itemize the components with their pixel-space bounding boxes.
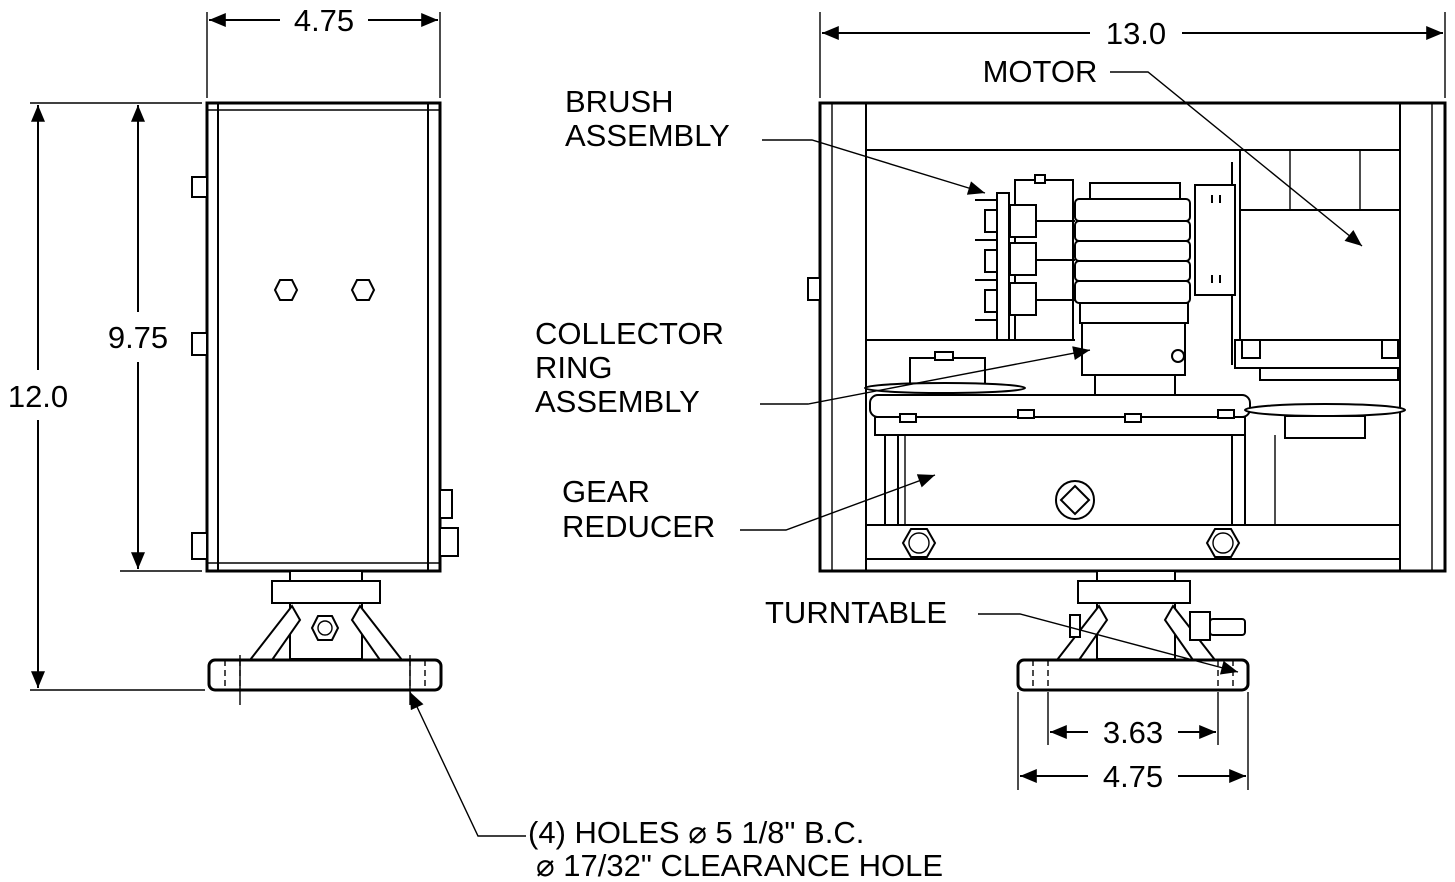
dimension-side-width: 4.75 xyxy=(209,3,439,38)
dim-total-height-label: 12.0 xyxy=(8,379,68,414)
callout-collector-ring: COLLECTOR RING ASSEMBLY xyxy=(535,316,1091,419)
dim-body-height-label: 9.75 xyxy=(108,320,168,355)
collector-label-line2: RING xyxy=(535,350,613,385)
dimension-front-width: 13.0 xyxy=(822,16,1443,51)
side-bolt-icon xyxy=(191,176,459,560)
callout-brush-assembly: BRUSH ASSEMBLY xyxy=(565,84,986,195)
dimension-base-width: 4.75 xyxy=(1020,759,1246,794)
motor-label: MOTOR xyxy=(983,54,1098,89)
side-view xyxy=(30,12,459,705)
collector-label-line3: ASSEMBLY xyxy=(535,384,700,419)
callout-holes: (4) HOLES ⌀ 5 1/8" B.C. ⌀ 17/32" CLEARAN… xyxy=(409,691,943,882)
front-view xyxy=(807,12,1447,790)
turntable-label: TURNTABLE xyxy=(765,595,947,630)
brush-label-line1: BRUSH xyxy=(565,84,674,119)
hex-nut-icon xyxy=(310,615,340,641)
brush-label-line2: ASSEMBLY xyxy=(565,118,730,153)
collector-ring xyxy=(1074,182,1191,398)
front-turntable xyxy=(1016,570,1250,692)
dim-side-width-label: 4.75 xyxy=(294,3,354,38)
dim-bolt-spacing-label: 3.63 xyxy=(1103,715,1163,750)
hex-nut-icon xyxy=(350,279,376,301)
gear-reducer xyxy=(865,434,1401,560)
pulley-plates xyxy=(864,351,1406,439)
hex-nut-icon xyxy=(273,279,299,301)
callout-motor: MOTOR xyxy=(983,54,1363,247)
motor-unit xyxy=(1194,149,1401,381)
holes-label-line1: (4) HOLES ⌀ 5 1/8" B.C. xyxy=(528,815,864,850)
brush-assembly xyxy=(866,174,1075,341)
callout-gear-reducer: GEAR REDUCER xyxy=(562,474,936,544)
dim-front-width-label: 13.0 xyxy=(1106,16,1166,51)
side-turntable xyxy=(207,570,443,692)
dimension-bolt-spacing: 3.63 xyxy=(1050,715,1216,750)
dimension-body-height: 9.75 xyxy=(108,105,168,569)
gear-label-line2: REDUCER xyxy=(562,509,715,544)
dim-base-width-label: 4.75 xyxy=(1103,759,1163,794)
dimension-total-height: 12.0 xyxy=(8,105,68,688)
collector-label-line1: COLLECTOR xyxy=(535,316,724,351)
callout-turntable: TURNTABLE xyxy=(765,595,1239,675)
holes-label-line2: ⌀ 17/32" CLEARANCE HOLE xyxy=(536,848,943,882)
gear-label-line1: GEAR xyxy=(562,474,650,509)
